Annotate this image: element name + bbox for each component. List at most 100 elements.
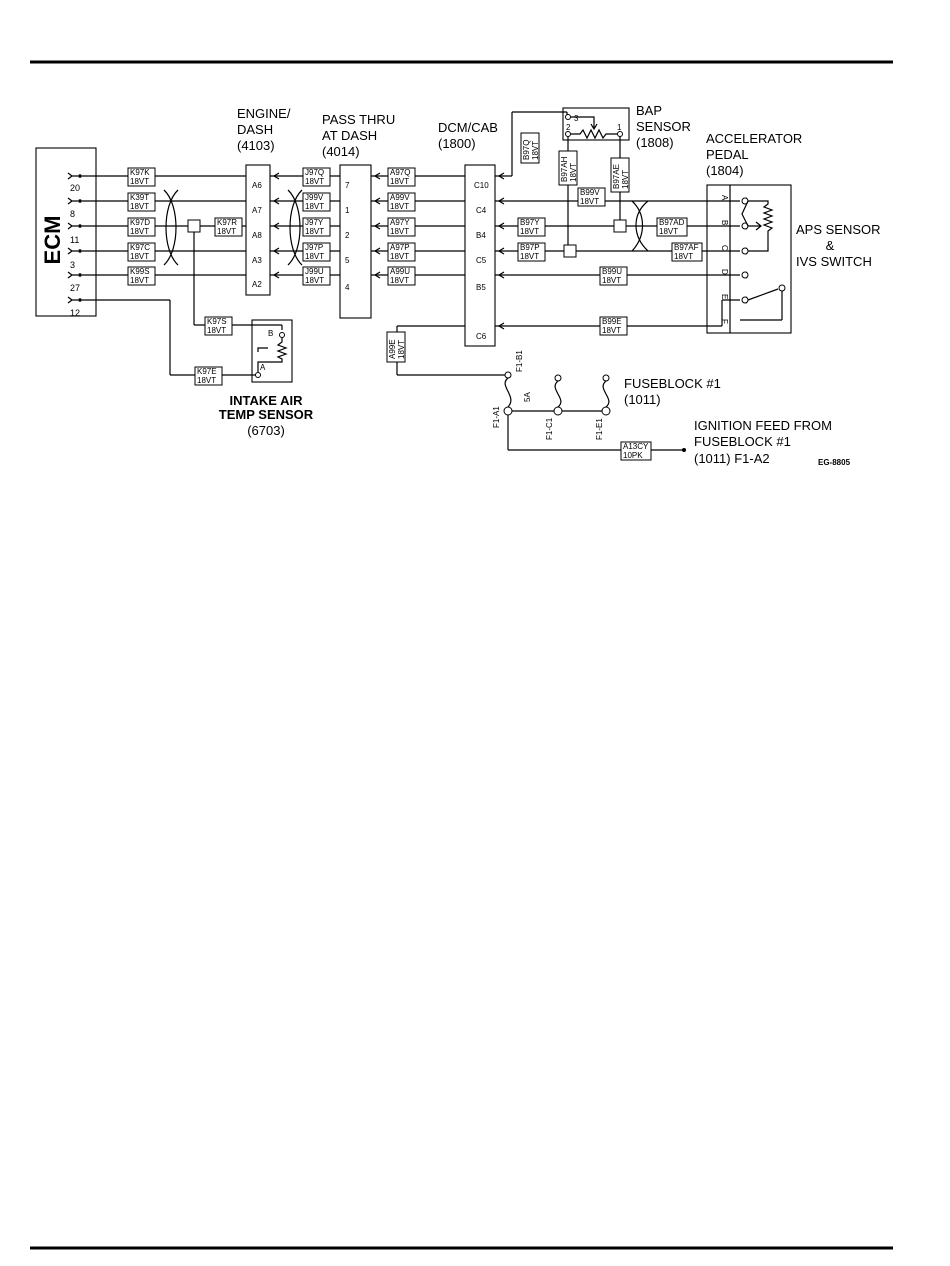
svg-text:APS SENSOR: APS SENSOR	[796, 222, 881, 237]
svg-text:2: 2	[566, 123, 571, 132]
svg-text:K97D: K97D	[130, 218, 150, 227]
svg-text:18VT: 18VT	[130, 227, 149, 236]
svg-text:18VT: 18VT	[390, 227, 409, 236]
svg-text:4: 4	[345, 283, 350, 292]
ecm-pin-12: 12	[70, 308, 80, 318]
svg-text:18VT: 18VT	[305, 276, 324, 285]
fuseblock-label: FUSEBLOCK #1 (1011)	[624, 376, 721, 407]
svg-text:18VT: 18VT	[130, 252, 149, 261]
ecm-connector-arrows	[67, 172, 82, 304]
svg-text:J99V: J99V	[305, 193, 324, 202]
svg-text:B97AD: B97AD	[659, 218, 685, 227]
svg-text:18VT: 18VT	[659, 227, 678, 236]
svg-text:18VT: 18VT	[569, 163, 578, 182]
pedal-pins: A B C D E F	[720, 195, 729, 324]
svg-text:A99V: A99V	[390, 193, 410, 202]
svg-text:DCM/CAB: DCM/CAB	[438, 120, 498, 135]
svg-text:(1804): (1804)	[706, 163, 744, 178]
svg-text:18VT: 18VT	[520, 252, 539, 261]
svg-text:2: 2	[345, 231, 350, 240]
svg-text:A7: A7	[252, 206, 262, 215]
svg-text:18VT: 18VT	[674, 252, 693, 261]
ecm-pin-11: 11	[70, 235, 79, 245]
dcm-cab-pins: C10 C4 B4 C5 B5 C6	[474, 181, 489, 341]
svg-text:18VT: 18VT	[130, 276, 149, 285]
engine-dash-label: ENGINE/ DASH (4103)	[237, 106, 291, 153]
svg-text:IGNITION FEED FROM: IGNITION FEED FROM	[694, 418, 832, 433]
dcm-cab-connector	[464, 164, 496, 347]
svg-text:C6: C6	[476, 332, 487, 341]
svg-text:18VT: 18VT	[580, 197, 599, 206]
svg-text:18VT: 18VT	[390, 202, 409, 211]
svg-text:1: 1	[345, 206, 350, 215]
svg-text:PEDAL: PEDAL	[706, 147, 749, 162]
svg-text:AT DASH: AT DASH	[322, 128, 377, 143]
svg-text:18VT: 18VT	[621, 170, 630, 189]
svg-text:18VT: 18VT	[602, 326, 621, 335]
ecm-pin-8: 8	[70, 209, 75, 219]
svg-text:ACCELERATOR: ACCELERATOR	[706, 131, 802, 146]
svg-text:(1808): (1808)	[636, 135, 674, 150]
svg-text:18VT: 18VT	[217, 227, 236, 236]
svg-text:A99U: A99U	[390, 267, 410, 276]
svg-text:18VT: 18VT	[602, 276, 621, 285]
svg-text:A6: A6	[252, 181, 262, 190]
svg-text:18VT: 18VT	[390, 177, 409, 186]
svg-text:(4103): (4103)	[237, 138, 275, 153]
svg-text:IVS SWITCH: IVS SWITCH	[796, 254, 872, 269]
pass-thru-connector	[339, 164, 372, 319]
bap-sensor-internals: 3 2 1	[565, 114, 623, 140]
svg-text:B97AE: B97AE	[612, 164, 621, 189]
svg-text:A8: A8	[252, 231, 262, 240]
svg-text:18VT: 18VT	[305, 177, 324, 186]
svg-text:10PK: 10PK	[623, 451, 643, 460]
accelerator-pedal-label: ACCELERATOR PEDAL (1804)	[706, 131, 802, 178]
svg-text:18VT: 18VT	[207, 326, 226, 335]
ecm-pins: 20 8 11 3 27 12	[70, 183, 80, 318]
svg-text:(6703): (6703)	[247, 423, 285, 438]
svg-text:(4014): (4014)	[322, 144, 360, 159]
svg-text:C: C	[720, 245, 729, 251]
svg-text:F1-B1: F1-B1	[515, 350, 524, 372]
svg-text:18VT: 18VT	[397, 340, 406, 359]
ignition-feed-label: IGNITION FEED FROM FUSEBLOCK #1 (1011) F…	[694, 418, 832, 466]
svg-text:(1011) F1-A2: (1011) F1-A2	[694, 451, 770, 466]
svg-text:K97C: K97C	[130, 243, 150, 252]
svg-text:F1-E1: F1-E1	[595, 418, 604, 440]
svg-text:18VT: 18VT	[197, 376, 216, 385]
svg-text:A: A	[720, 195, 729, 201]
ecm-label: ECM	[40, 216, 65, 265]
svg-text:SENSOR: SENSOR	[636, 119, 691, 134]
svg-text:C4: C4	[476, 206, 487, 215]
svg-text:A97P: A97P	[390, 243, 410, 252]
intake-air-label: INTAKE AIR TEMP SENSOR (6703)	[219, 393, 314, 438]
svg-text:FUSEBLOCK #1: FUSEBLOCK #1	[694, 434, 791, 449]
accelerator-pedal-box	[706, 184, 792, 334]
svg-text:A2: A2	[252, 280, 262, 289]
svg-text:A3: A3	[252, 256, 262, 265]
svg-text:J97P: J97P	[305, 243, 323, 252]
ecm-pin-3: 3	[70, 260, 75, 270]
svg-text:C10: C10	[474, 181, 489, 190]
svg-text:ENGINE/: ENGINE/	[237, 106, 291, 121]
svg-text:K97E: K97E	[197, 367, 217, 376]
engine-dash-pins: A6 A7 A8 A3 A2	[252, 181, 262, 289]
svg-text:5: 5	[345, 256, 350, 265]
bap-sensor-label: BAP SENSOR (1808)	[636, 103, 691, 150]
svg-text:E: E	[720, 294, 729, 299]
dcm-cab-label: DCM/CAB (1800)	[438, 120, 498, 151]
svg-text:DASH: DASH	[237, 122, 273, 137]
svg-text:5A: 5A	[523, 392, 532, 402]
svg-text:1: 1	[617, 123, 622, 132]
svg-text:C5: C5	[476, 256, 487, 265]
svg-text:B97AH: B97AH	[560, 156, 569, 182]
svg-text:K97R: K97R	[217, 218, 237, 227]
svg-text:TEMP SENSOR: TEMP SENSOR	[219, 407, 314, 422]
svg-text:B5: B5	[476, 283, 486, 292]
svg-text:B: B	[268, 329, 273, 338]
svg-text:B4: B4	[476, 231, 486, 240]
svg-text:F1-C1: F1-C1	[545, 417, 554, 440]
